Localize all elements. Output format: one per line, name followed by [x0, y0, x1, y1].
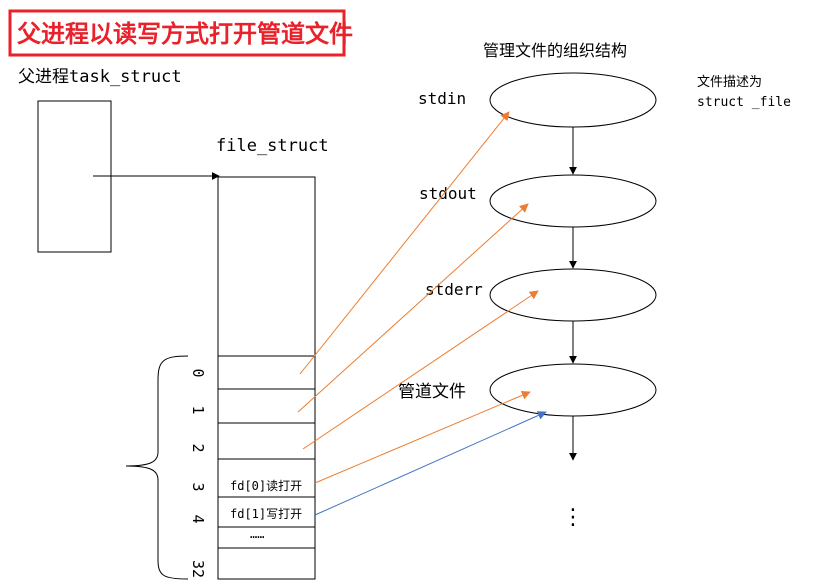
node-stderr: [489, 268, 657, 322]
fd-cell-ellipsis: ……: [250, 527, 264, 541]
fd-index-0: 0: [189, 368, 207, 377]
node-pipe-file: [489, 363, 657, 417]
node-stdout: [489, 174, 657, 228]
node-label-pipe-file: 管道文件: [398, 382, 466, 402]
fd4-to-pipe-arrow: [314, 411, 547, 516]
fd-cell-write: fd[1]写打开: [230, 507, 302, 521]
fd-cell-read: fd[0]读打开: [230, 479, 302, 493]
node-label-stdout: stdout: [419, 184, 477, 203]
fd3-to-pipe-arrow: [314, 391, 531, 484]
node-label-stdin: stdin: [418, 89, 466, 108]
title-box: [8, 9, 346, 57]
node-stdin: [489, 72, 657, 128]
org-structure-title: 管理文件的组织结构: [483, 41, 627, 60]
side-note-line2: struct _file: [697, 95, 791, 110]
fd-range-brace: [125, 355, 189, 580]
fd-index-2: 2: [189, 443, 207, 452]
file-struct-box: [217, 176, 316, 580]
fd-index-4: 4: [189, 514, 207, 523]
fd-index-3: 3: [189, 482, 207, 491]
file-struct-label: file_struct: [216, 136, 329, 156]
fd0-to-stdin-arrow: [299, 111, 510, 375]
diagram-title: 父进程以读写方式打开管道文件: [17, 20, 353, 48]
fd-index-1: 1: [189, 405, 207, 414]
fd-index-32: 32: [189, 560, 207, 578]
fd2-to-stderr-arrow: [302, 290, 539, 450]
side-note-line1: 文件描述为: [697, 75, 762, 90]
parent-task-struct-label: 父进程task_struct: [18, 67, 182, 87]
node-label-stderr: stderr: [425, 280, 483, 299]
fd1-to-stdout-arrow: [297, 203, 529, 413]
more-nodes-ellipsis: ⋮: [562, 505, 584, 530]
